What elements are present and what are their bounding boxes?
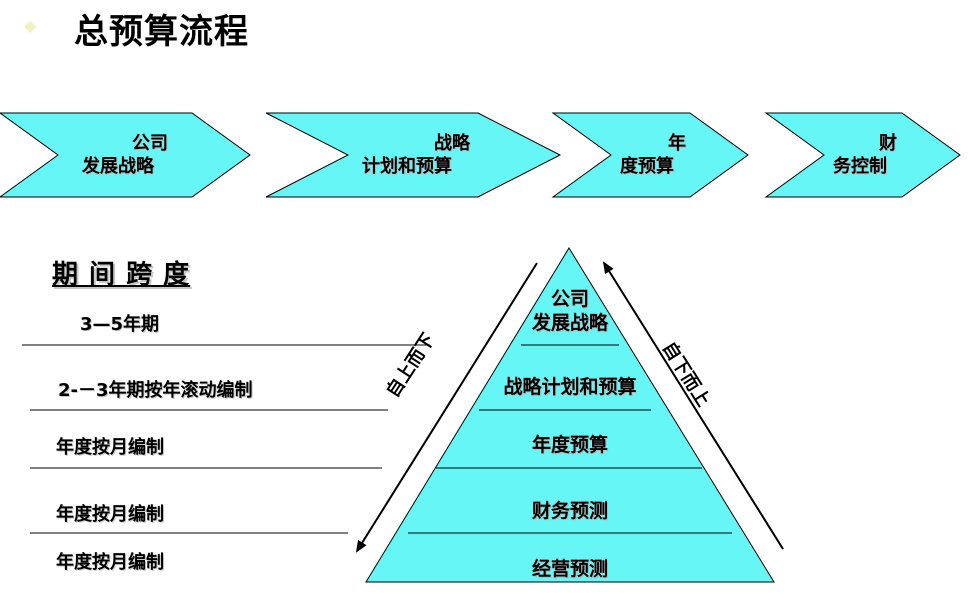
process-step-4-label: 财 务控制: [833, 132, 897, 178]
process-chevron-4: [764, 112, 961, 198]
pyramid-level-3: 年度预算: [531, 434, 608, 456]
period-item-4: 年度按月编制: [56, 504, 164, 525]
process-step-3-line2: 度预算: [620, 156, 674, 177]
process-chevron-3: [551, 112, 749, 198]
pyramid-level-4: 财务预测: [531, 500, 608, 522]
period-item-3: 年度按月编制: [56, 437, 164, 458]
pyramid-level-2: 战略计划和预算: [503, 376, 637, 398]
title-bullet-icon: ◆: [24, 16, 37, 35]
process-chevron-2: [265, 112, 562, 198]
pyramid-level-1: 公司 发展战略: [520, 287, 620, 335]
period-heading: 期 间 跨 度: [52, 260, 191, 290]
process-step-3-label: 年 度预算: [620, 132, 686, 178]
process-step-4-line2: 务控制: [833, 156, 887, 177]
process-step-4-line1: 财: [879, 133, 897, 154]
process-step-1-line1: 公司: [132, 133, 168, 154]
period-item-1: 3—5年期: [80, 314, 160, 335]
pyramid-level-5: 经营预测: [531, 558, 608, 580]
process-step-3-line1: 年: [668, 133, 686, 154]
process-step-2-label: 战略 计划和预算: [362, 132, 470, 178]
page-title: 总预算流程: [74, 12, 249, 52]
process-chevron-1: [0, 112, 251, 198]
pyramid-shape: [365, 247, 775, 583]
top-down-arrow: [355, 262, 538, 553]
period-item-2: 2-－3年期按年滚动编制: [58, 380, 253, 401]
process-step-2-line1: 战略: [434, 133, 470, 154]
process-step-1-line2: 发展战略: [82, 156, 154, 177]
bottom-up-arrow: [602, 261, 784, 550]
pyramid-level-1-line1: 公司: [550, 288, 589, 310]
process-step-1-label: 公司 发展战略: [82, 132, 168, 178]
pyramid-level-1-line2: 发展战略: [531, 312, 608, 334]
period-item-5: 年度按月编制: [56, 552, 164, 573]
process-step-2-line2: 计划和预算: [362, 156, 452, 177]
